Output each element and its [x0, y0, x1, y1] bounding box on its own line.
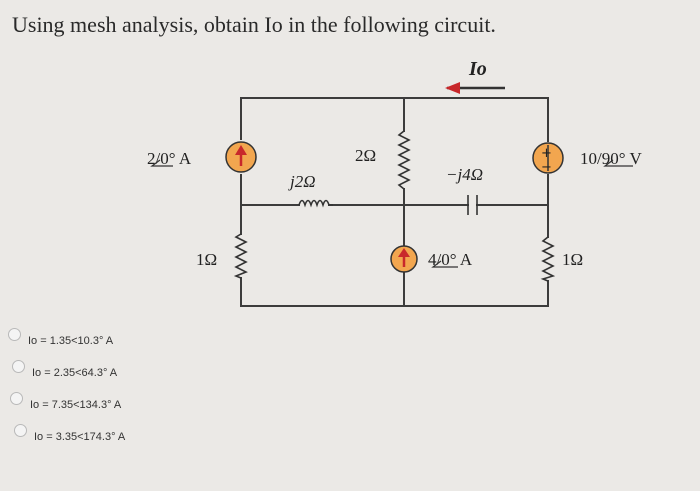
question-text: Using mesh analysis, obtain Io in the fo… — [12, 12, 496, 37]
io-label: Io — [468, 58, 487, 80]
option-1[interactable]: Io = 1.35<10.3° A — [8, 328, 125, 347]
inductor-icon — [298, 199, 333, 208]
current-source-left — [225, 141, 257, 173]
radio-button[interactable] — [12, 360, 25, 373]
capacitor-icon — [467, 195, 478, 215]
radio-button[interactable] — [14, 424, 27, 437]
option-label: Io = 3.35<174.3° A — [34, 430, 126, 443]
resistor-middle-label: 2Ω — [355, 146, 376, 165]
resistor-right — [540, 236, 556, 282]
option-label: Io = 1.35<10.3° A — [28, 334, 114, 347]
current-source-middle — [390, 245, 418, 273]
radio-button[interactable] — [10, 392, 23, 405]
resistor-left — [233, 233, 248, 279]
radio-button[interactable] — [8, 328, 21, 341]
current-source-middle-label: 4/0° A — [428, 250, 473, 269]
resistor-middle — [397, 130, 411, 190]
option-3[interactable]: Io = 7.35<134.3° A — [10, 392, 125, 411]
current-source-left-label: 2/0° A — [147, 149, 192, 168]
io-arrow — [445, 82, 505, 94]
resistor-left-label: 1Ω — [196, 250, 217, 269]
phasor-angle-marks — [150, 159, 633, 268]
voltage-source-label: 10/90° V — [580, 149, 642, 168]
option-label: Io = 7.35<134.3° A — [30, 398, 122, 411]
wires — [240, 97, 549, 307]
resistor-right-label: 1Ω — [562, 250, 583, 269]
option-2[interactable]: Io = 2.35<64.3° A — [12, 360, 125, 379]
voltage-source: + − — [532, 142, 564, 175]
option-4[interactable]: Io = 3.35<174.3° A — [14, 424, 126, 443]
voltage-minus-symbol: − — [541, 160, 552, 175]
capacitor-label: −j4Ω — [446, 165, 483, 184]
answer-options: Io = 1.35<10.3° A Io = 2.35<64.3° A Io =… — [8, 328, 126, 462]
circuit-diagram: Io 2/0° A 1Ω j2Ω 2Ω −j4Ω 4/0° A + − 10/9… — [147, 58, 642, 307]
voltage-plus-symbol: + — [541, 146, 552, 161]
inductor-label: j2Ω — [288, 172, 316, 191]
option-label: Io = 2.35<64.3° A — [32, 366, 118, 379]
